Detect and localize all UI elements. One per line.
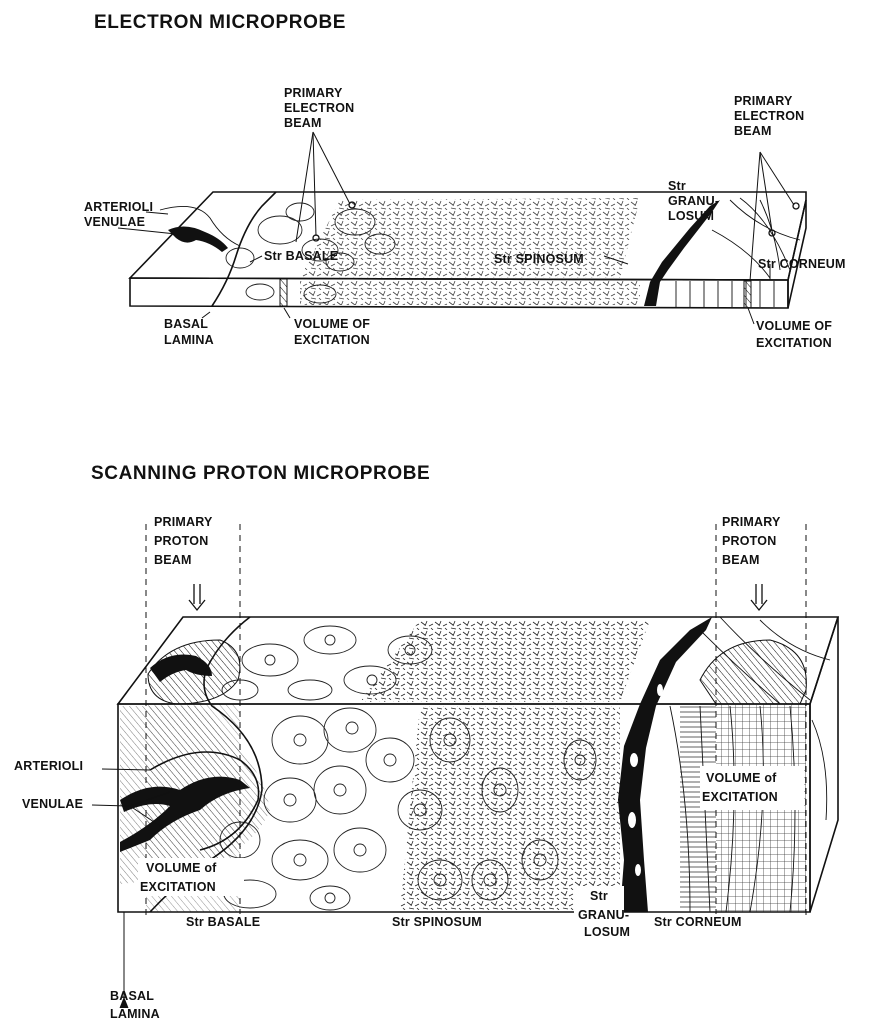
- electron-excitation-volume-left: [280, 279, 287, 306]
- proton-microprobe-panel: SCANNING PROTON MICROPROBE: [14, 463, 838, 1021]
- proton-panel-title: SCANNING PROTON MICROPROBE: [91, 463, 430, 484]
- proton-beam-right-label: PRIMARY PROTON BEAM: [722, 515, 784, 567]
- electron-vessels-label: ARTERIOLI VENULAE: [84, 200, 157, 229]
- electron-spinosum-texture: [300, 198, 640, 278]
- proton-beam-left-label: PRIMARY PROTON BEAM: [154, 515, 216, 567]
- electron-panel-title: ELECTRON MICROPROBE: [94, 12, 346, 33]
- electron-slab-side-face: [788, 200, 806, 308]
- proton-beam-arrow-right: [751, 584, 767, 610]
- proton-basal-lamina-label: BASAL LAMINA: [110, 989, 160, 1021]
- proton-spinosum-top-texture: [360, 620, 650, 702]
- proton-arterioli-label: ARTERIOLI: [14, 759, 83, 773]
- proton-venulae-label: VENULAE: [22, 797, 83, 811]
- electron-volume-left-label: VOLUME OF EXCITATION: [294, 317, 374, 347]
- proton-corneum-label: Str CORNEUM: [654, 915, 742, 929]
- electron-spinosum-label: Str SPINOSUM: [494, 252, 584, 266]
- electron-basal-lamina-label: BASAL LAMINA: [164, 317, 214, 347]
- electron-basale-label: Str BASALE: [264, 249, 338, 263]
- electron-excitation-volume-right: [744, 281, 751, 308]
- electron-front-texture: [300, 281, 640, 305]
- electron-beam-spot-right-b: [793, 203, 799, 209]
- electron-microprobe-panel: ELECTRON MICROPROBE: [84, 12, 846, 350]
- electron-beam-left-label: PRIMARY ELECTRON BEAM: [284, 86, 358, 130]
- proton-basale-label: Str BASALE: [186, 915, 260, 929]
- electron-volume-right-label: VOLUME OF EXCITATION: [756, 319, 836, 350]
- electron-beam-right-label: PRIMARY ELECTRON BEAM: [734, 94, 808, 138]
- proton-spinosum-label: Str SPINOSUM: [392, 915, 482, 929]
- electron-corneum-label: Str CORNEUM: [758, 257, 846, 271]
- proton-beam-arrow-left: [189, 584, 205, 610]
- electron-granulosum-label: Str GRANU- LOSUM: [668, 179, 723, 223]
- proton-excitation-volume-left-top: [148, 640, 240, 704]
